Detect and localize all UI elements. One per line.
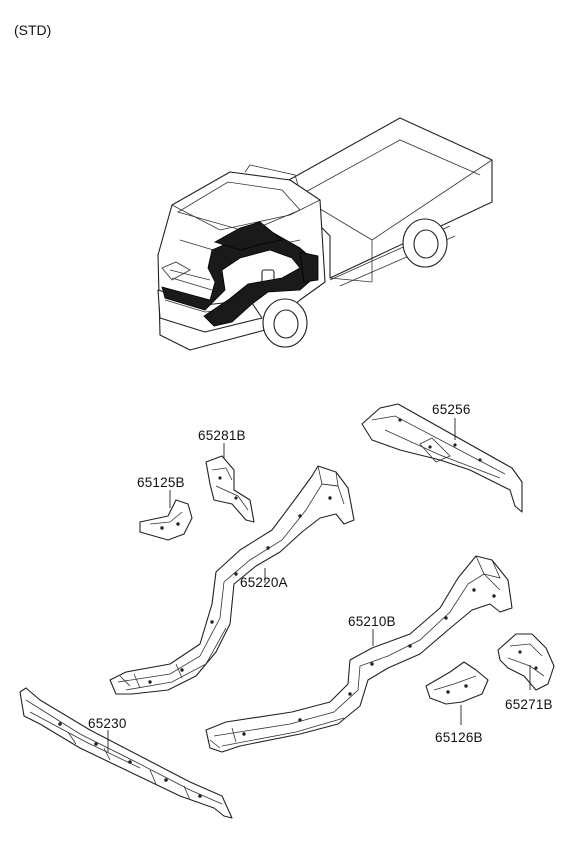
part-65281B (205, 443, 255, 523)
part-65220A (109, 465, 355, 695)
callout-65271B: 65271B (505, 697, 553, 712)
callout-65220A: 65220A (240, 575, 288, 590)
callout-65126B: 65126B (435, 730, 483, 745)
variant-label: (STD) (14, 22, 52, 38)
truck-illustration (157, 117, 493, 351)
part-65210B (205, 555, 513, 753)
part-65125B (139, 490, 193, 541)
part-65126B (425, 661, 489, 725)
callout-65125B: 65125B (137, 475, 185, 490)
part-65271B (497, 633, 555, 691)
part-65230 (19, 687, 233, 819)
callout-65281B: 65281B (198, 428, 246, 443)
callout-65230: 65230 (88, 716, 127, 731)
part-65256 (361, 403, 523, 513)
callout-65210B: 65210B (348, 614, 396, 629)
callout-65256: 65256 (432, 402, 471, 417)
